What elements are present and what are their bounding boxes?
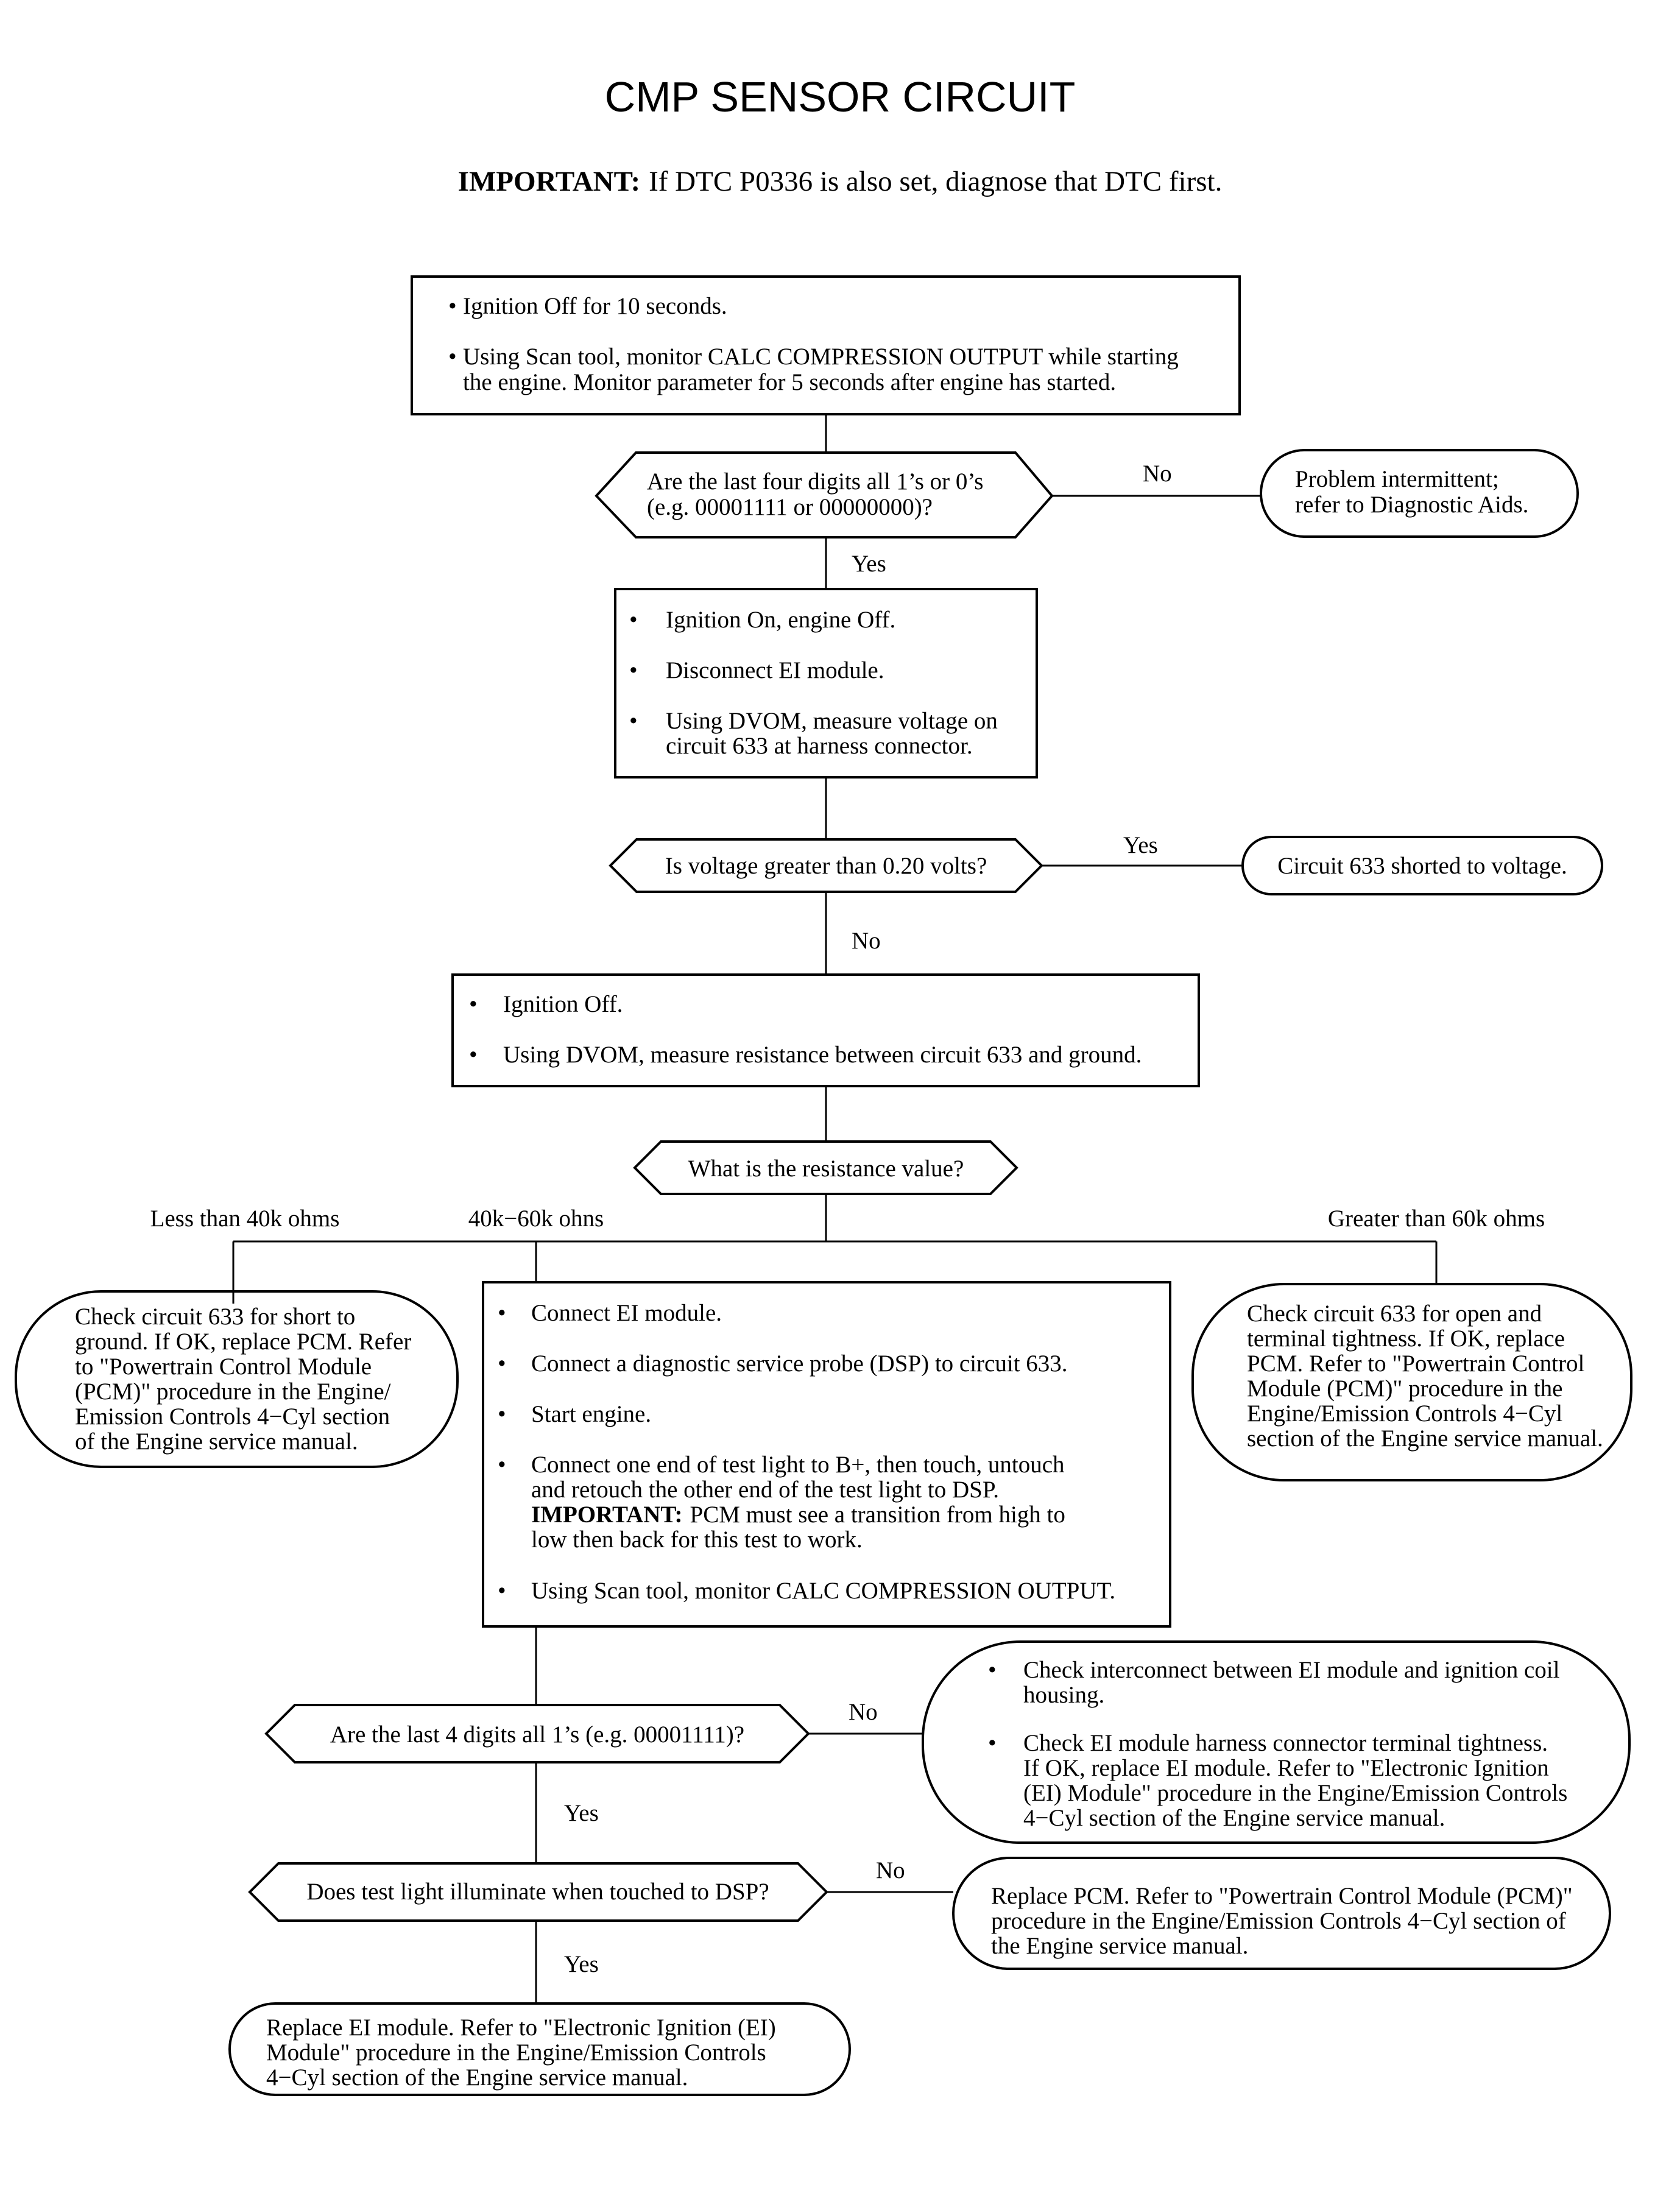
- step3-bullet-2: •: [469, 1042, 478, 1068]
- step4-text-2: Connect a diagnostic service probe (DSP)…: [531, 1350, 1068, 1377]
- result-replace-ei-module: Replace EI module. Refer to "Electronic …: [228, 2002, 851, 2096]
- decision3-text: What is the resistance value?: [688, 1156, 964, 1182]
- step4-important-text: PCM must see a transition from high to: [690, 1502, 1065, 1528]
- result-problem-intermittent: Problem intermittent; refer to Diagnosti…: [1260, 449, 1579, 538]
- interconnect-text-2b: If OK, replace EI module. Refer to "Elec…: [1023, 1755, 1549, 1781]
- result-check-short-to-ground: Check circuit 633 for short to ground. I…: [15, 1290, 459, 1468]
- step4-bullet-2: •: [498, 1350, 506, 1377]
- step4-box: • Connect EI module. • Connect a diagnos…: [482, 1281, 1171, 1628]
- step4-text-4d: low then back for this test to work.: [531, 1527, 863, 1553]
- interconnect-text-2d: 4−Cyl section of the Engine service manu…: [1023, 1805, 1445, 1831]
- replace-ei-line-1: Replace EI module. Refer to "Electronic …: [266, 2014, 776, 2041]
- replace-pcm-line-2: procedure in the Engine/Emission Control…: [991, 1908, 1566, 1934]
- important-text: If DTC P0336 is also set, diagnose that …: [649, 166, 1222, 197]
- step2-text-2: Disconnect EI module.: [666, 657, 884, 683]
- decision1-line-1: Are the last four digits all 1’s or 0’s: [647, 468, 983, 495]
- open-line-6: section of the Engine service manual.: [1247, 1425, 1603, 1452]
- open-line-4: Module (PCM)" procedure in the: [1247, 1375, 1562, 1402]
- decision1-yes-label: Yes: [852, 551, 886, 577]
- decision4-text: Are the last 4 digits all 1’s (e.g. 0000…: [330, 1721, 744, 1748]
- decision1-line-2: (e.g. 00001111 or 00000000)?: [647, 494, 933, 520]
- step4-bullet-5: •: [498, 1578, 506, 1604]
- step2-bullet-1: •: [629, 607, 638, 633]
- step4-text-4c: IMPORTANT: PCM must see a transition from…: [531, 1502, 1065, 1528]
- branch-greater-than-60k: Greater than 60k ohms: [1328, 1206, 1545, 1232]
- interconnect-text-2a: Check EI module harness connector termin…: [1023, 1730, 1548, 1756]
- branch-less-than-40k: Less than 40k ohms: [150, 1206, 340, 1232]
- step3-bullet-1: •: [469, 991, 478, 1017]
- step1-bullet-1: •: [448, 293, 457, 319]
- decision5-yes-label: Yes: [564, 1951, 599, 1977]
- step2-bullet-2: •: [629, 657, 638, 683]
- step2-text-3b: circuit 633 at harness connector.: [666, 733, 973, 759]
- step3-text-1: Ignition Off.: [503, 991, 623, 1017]
- intermittent-line-2: refer to Diagnostic Aids.: [1295, 492, 1528, 518]
- step4-bullet-4: •: [498, 1452, 506, 1478]
- short-ground-line-5: Emission Controls 4−Cyl section: [75, 1403, 390, 1430]
- interconnect-text-2c: (EI) Module" procedure in the Engine/Emi…: [1023, 1780, 1567, 1806]
- interconnect-bullet-2: •: [988, 1730, 997, 1756]
- replace-pcm-line-3: the Engine service manual.: [991, 1933, 1248, 1959]
- interconnect-bullet-1: •: [988, 1657, 997, 1683]
- decision4-no-label: No: [849, 1699, 878, 1725]
- short-ground-line-4: (PCM)" procedure in the Engine/: [75, 1379, 391, 1405]
- branch-40k-60k: 40k−60k ohns: [468, 1206, 604, 1232]
- step2-bullet-3: •: [629, 708, 638, 734]
- decision5-text: Does test light illuminate when touched …: [306, 1879, 769, 1905]
- important-label: IMPORTANT:: [458, 166, 640, 197]
- replace-ei-line-2: Module" procedure in the Engine/Emission…: [266, 2039, 766, 2066]
- step4-bullet-3: •: [498, 1401, 506, 1427]
- step4-text-1: Connect EI module.: [531, 1300, 722, 1326]
- short-ground-line-3: to "Powertrain Control Module: [75, 1354, 372, 1380]
- result-shorted-to-voltage: Circuit 633 shorted to voltage.: [1241, 836, 1603, 895]
- decision-voltage: Is voltage greater than 0.20 volts?: [609, 838, 1043, 893]
- open-line-1: Check circuit 633 for open and: [1247, 1301, 1542, 1327]
- decision2-text: Is voltage greater than 0.20 volts?: [665, 853, 987, 879]
- result-check-interconnect: • Check interconnect between EI module a…: [922, 1640, 1631, 1844]
- decision2-no-label: No: [852, 928, 881, 954]
- decision-last-four-digits: Are the last four digits all 1’s or 0’s …: [595, 451, 1054, 538]
- step2-text-3a: Using DVOM, measure voltage on: [666, 708, 998, 734]
- result-check-open-circuit: Check circuit 633 for open and terminal …: [1191, 1283, 1632, 1481]
- step4-text-5: Using Scan tool, monitor CALC COMPRESSIO…: [531, 1578, 1115, 1604]
- important-note: IMPORTANT: If DTC P0336 is also set, diag…: [458, 166, 1223, 197]
- connectors: [232, 414, 1438, 2003]
- step1-text-2b: the engine. Monitor parameter for 5 seco…: [463, 369, 1116, 395]
- step4-text-4b: and retouch the other end of the test li…: [531, 1477, 999, 1503]
- result-replace-pcm: Replace PCM. Refer to "Powertrain Contro…: [952, 1857, 1611, 1970]
- decision4-yes-label: Yes: [564, 1800, 599, 1826]
- decision2-yes-label: Yes: [1123, 832, 1158, 858]
- decision-test-light: Does test light illuminate when touched …: [248, 1862, 828, 1922]
- step4-bullet-1: •: [498, 1300, 506, 1326]
- step1-text-1: Ignition Off for 10 seconds.: [463, 293, 727, 319]
- open-line-5: Engine/Emission Controls 4−Cyl: [1247, 1400, 1562, 1427]
- short-ground-line-6: of the Engine service manual.: [75, 1428, 358, 1455]
- step3-box: • Ignition Off. • Using DVOM, measure re…: [451, 973, 1200, 1087]
- decision1-no-label: No: [1143, 461, 1172, 487]
- short-ground-line-2: ground. If OK, replace PCM. Refer: [75, 1329, 411, 1355]
- short-ground-line-1: Check circuit 633 for short to: [75, 1304, 355, 1330]
- decision5-no-label: No: [876, 1857, 905, 1883]
- step1-box: • Ignition Off for 10 seconds. • Using S…: [411, 275, 1241, 415]
- step1-bullet-2: •: [448, 344, 457, 370]
- shorted-voltage-text: Circuit 633 shorted to voltage.: [1277, 853, 1567, 879]
- open-line-3: PCM. Refer to "Powertrain Control: [1247, 1350, 1584, 1377]
- page-title: CMP SENSOR CIRCUIT: [605, 73, 1076, 121]
- intermittent-line-1: Problem intermittent;: [1295, 466, 1499, 492]
- step2-text-1: Ignition On, engine Off.: [666, 607, 895, 633]
- open-line-2: terminal tightness. If OK, replace: [1247, 1326, 1565, 1352]
- step1-text-2a: Using Scan tool, monitor CALC COMPRESSIO…: [463, 344, 1179, 370]
- decision-resistance: What is the resistance value?: [633, 1140, 1018, 1195]
- step4-important-label: IMPORTANT:: [531, 1502, 683, 1528]
- step2-box: • Ignition On, engine Off. • Disconnect …: [614, 588, 1038, 778]
- step4-text-3: Start engine.: [531, 1401, 651, 1427]
- step4-text-4a: Connect one end of test light to B+, the…: [531, 1452, 1065, 1478]
- decision-last-4-digits-ones: Are the last 4 digits all 1’s (e.g. 0000…: [264, 1704, 810, 1763]
- replace-ei-line-3: 4−Cyl section of the Engine service manu…: [266, 2064, 688, 2091]
- interconnect-text-1b: housing.: [1023, 1682, 1104, 1708]
- step3-text-2: Using DVOM, measure resistance between c…: [503, 1042, 1142, 1068]
- replace-pcm-line-1: Replace PCM. Refer to "Powertrain Contro…: [991, 1883, 1573, 1909]
- interconnect-text-1a: Check interconnect between EI module and…: [1023, 1657, 1560, 1683]
